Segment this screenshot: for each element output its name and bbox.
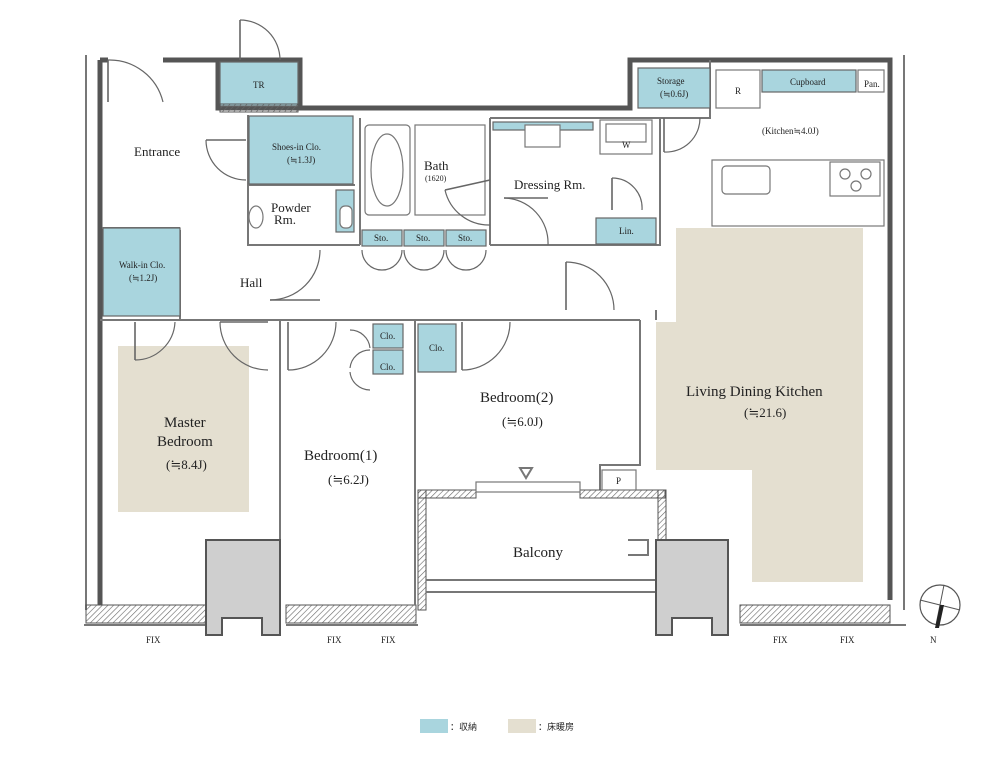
room-labels: Entrance Hall TR Shoes-in Clo. (≒1.3J) B…	[119, 76, 880, 561]
label-ldk-size: (≒21.6)	[744, 405, 786, 420]
label-storage: Storage	[657, 76, 685, 86]
label-sto-2: Sto.	[416, 233, 430, 243]
fix-label: FIX	[840, 635, 855, 645]
label-pan: Pan.	[864, 79, 880, 89]
label-p: P	[616, 476, 621, 486]
washbasin	[524, 124, 561, 148]
clo-2	[372, 349, 404, 375]
refrigerator	[715, 69, 761, 109]
label-master-bedroom-2: Bedroom	[157, 434, 213, 450]
linen-closet	[595, 217, 657, 245]
legend-heating-label: ：床暖房	[538, 721, 574, 732]
label-tr: TR	[253, 80, 265, 90]
label-sto-1: Sto.	[374, 233, 388, 243]
fix-label: FIX	[773, 635, 788, 645]
clo-3	[417, 323, 457, 373]
storage-blocks	[102, 61, 857, 375]
label-master-bedroom-size: (≒8.4J)	[166, 457, 207, 472]
label-clo-3: Clo.	[429, 343, 444, 353]
balcony-structure	[417, 467, 667, 611]
legend-storage-swatch	[420, 719, 448, 733]
ldk-floor-heating	[656, 228, 863, 582]
cupboard	[761, 69, 857, 93]
label-bedroom1: Bedroom(1)	[304, 448, 377, 464]
label-kitchen: (Kitchen≒4.0J)	[762, 126, 819, 136]
fix-label: FIX	[146, 635, 161, 645]
sto-3	[445, 229, 487, 247]
label-bath-size: (1620)	[425, 174, 447, 183]
label-cupboard: Cupboard	[790, 77, 826, 87]
label-lin: Lin.	[619, 226, 634, 236]
label-entrance: Entrance	[134, 144, 180, 159]
label-r: R	[735, 86, 741, 96]
fix-label: FIX	[327, 635, 342, 645]
pillars	[205, 539, 729, 636]
tr-storage	[219, 61, 299, 107]
label-walk-in-clo: Walk-in Clo.	[119, 260, 165, 270]
compass: N	[919, 584, 961, 645]
label-bedroom1-size: (≒6.2J)	[328, 472, 369, 487]
clo-1	[372, 323, 404, 349]
label-sto-3: Sto.	[458, 233, 472, 243]
label-clo-1: Clo.	[380, 331, 395, 341]
legend-heating-swatch	[508, 719, 536, 733]
label-hall: Hall	[240, 275, 263, 290]
label-ldk: Living Dining Kitchen	[686, 384, 823, 400]
label-bedroom2-size: (≒6.0J)	[502, 414, 543, 429]
shoes-in-closet	[248, 115, 354, 185]
outer-walls	[84, 55, 906, 626]
label-master-bedroom-1: Master	[164, 415, 206, 431]
legend-storage-label: ：収納	[450, 721, 477, 732]
label-powder-rm-2: Rm.	[274, 212, 296, 227]
label-bedroom2: Bedroom(2)	[480, 390, 553, 406]
label-clo-2: Clo.	[380, 362, 395, 372]
label-dressing-rm: Dressing Rm.	[514, 177, 586, 192]
label-walk-in-clo-size: (≒1.2J)	[129, 273, 157, 283]
toilet	[248, 205, 264, 229]
doors	[107, 19, 701, 391]
sto-2	[403, 229, 445, 247]
fix-label: FIX	[381, 635, 396, 645]
fixtures	[248, 69, 885, 229]
label-balcony: Balcony	[513, 545, 563, 561]
fix-labels: FIX FIX FIX FIX FIX	[146, 635, 855, 645]
label-bath: Bath	[424, 158, 449, 173]
sto-1	[361, 229, 403, 247]
interior-walls	[100, 60, 711, 605]
kitchen-sink	[721, 165, 771, 195]
label-storage-size: (≒0.6J)	[660, 89, 688, 99]
label-shoes-in-clo: Shoes-in Clo.	[272, 142, 321, 152]
legend: ：収納 ：床暖房	[420, 719, 574, 733]
compass-north-label: N	[930, 635, 937, 645]
label-powder-rm-1: Powder	[271, 200, 311, 215]
walk-in-closet	[102, 227, 181, 317]
master-bedroom-floor-heating	[118, 346, 249, 512]
label-shoes-in-clo-size: (≒1.3J)	[287, 155, 315, 165]
label-w: W	[622, 140, 631, 150]
storage-room	[637, 67, 711, 109]
